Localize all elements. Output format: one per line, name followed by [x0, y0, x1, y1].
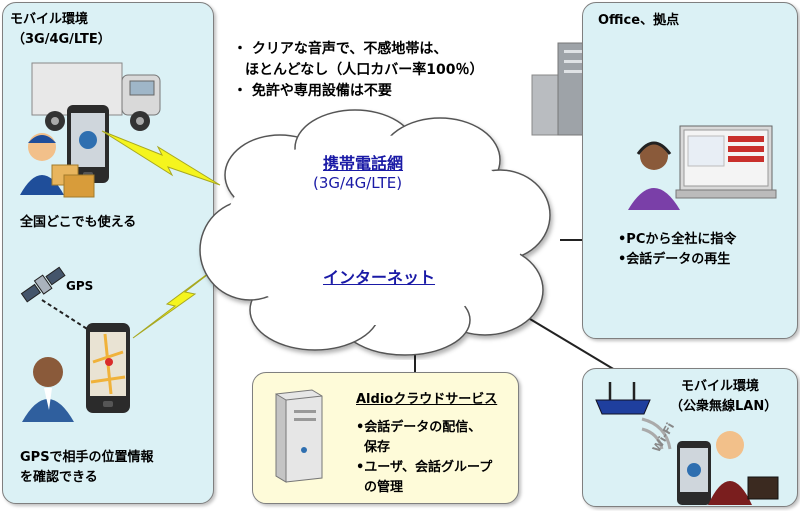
operator-pc-icon — [628, 125, 777, 210]
gps-link-line — [41, 299, 96, 335]
wireless-router-icon — [595, 382, 651, 415]
wifi-signal-icon — [641, 417, 672, 450]
gps-label: GPS — [66, 279, 94, 293]
feature-line3: ・ 免許や専用設備は不要 — [233, 83, 392, 99]
businessman-with-bag-icon — [708, 431, 779, 505]
feature-line2: ほとんどなし（人口カバー率100％） — [245, 62, 484, 78]
feature-line1: ・ クリアな音声で、不感地帯は、 — [233, 41, 448, 57]
server-icon — [275, 389, 323, 483]
satellite-icon — [20, 266, 66, 303]
cloud-service-item2-cont: の管理 — [364, 480, 404, 495]
cloud-mobile-network-sub: (3G/4G/LTE) — [313, 174, 403, 192]
delivery-worker-icon — [20, 133, 95, 198]
wifi-phone-icon — [677, 441, 711, 505]
businessman-icon — [22, 357, 74, 422]
cloud-service-item1: •会話データの配信、 — [356, 420, 482, 435]
office-item-command: •PCから全社に指令 — [618, 232, 737, 247]
cloud-internet-label: インターネット — [323, 268, 436, 287]
lightning-bolt-bottom — [132, 251, 238, 339]
wifi-panel-title-line2: （公衆無線LAN） — [670, 399, 778, 414]
left-panel-title-line2: （3G/4G/LTE） — [12, 32, 111, 47]
map-phone-icon — [86, 323, 130, 413]
cloud-mobile-network-label: 携帯電話網 — [323, 154, 404, 173]
cloud-service-item1-cont: 保存 — [364, 440, 391, 455]
left-caption-anywhere: 全国どこでも使える — [20, 215, 137, 230]
truck-icon — [31, 62, 161, 131]
lightning-bolt-top — [101, 130, 221, 186]
wifi-panel-title-line1: モバイル環境 — [681, 379, 760, 394]
office-item-playback: •会話データの再生 — [618, 252, 731, 267]
left-caption-gps-line2: を確認できる — [20, 470, 98, 485]
cloud-service-title: Aldioクラウドサービス — [356, 392, 498, 407]
office-panel-title: Office、拠点 — [598, 13, 680, 28]
left-panel-title-line1: モバイル環境 — [10, 12, 89, 27]
left-caption-gps-line1: GPSで相手の位置情報 — [20, 450, 154, 465]
cloud-service-item2: •ユーザ、会話グループ — [356, 460, 493, 475]
network-cloud — [199, 109, 551, 356]
smartphone-icon — [67, 105, 109, 183]
